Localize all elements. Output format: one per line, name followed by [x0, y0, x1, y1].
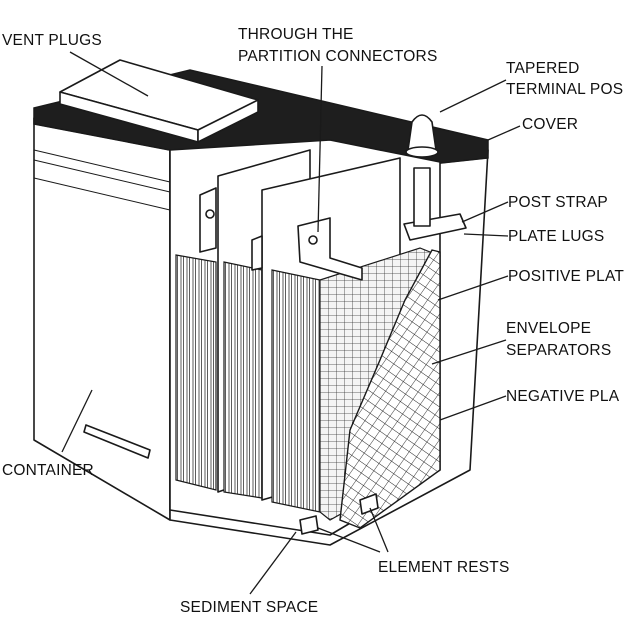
plate-stack [223, 261, 263, 499]
tapered-terminal-post [407, 114, 437, 151]
container-handle-slot [83, 424, 151, 459]
label-cover: COVER [522, 116, 578, 133]
leader-lines [61, 51, 521, 595]
envelope-separator-mesh [339, 249, 441, 529]
leader-cover [487, 125, 521, 141]
terminal-post-column [413, 167, 431, 227]
label-vent-plugs: VENT PLUGS [2, 32, 102, 49]
label-envelope-2: SEPARATORS [506, 342, 611, 359]
label-sediment-space: SEDIMENT SPACE [180, 599, 318, 616]
leader-negative-plate [439, 395, 507, 421]
label-negative-plate: NEGATIVE PLA [506, 388, 620, 405]
label-post-strap: POST STRAP [508, 194, 608, 211]
labels: VENT PLUGS THROUGH THE PARTITION CONNECT… [2, 26, 624, 616]
partition-connector [297, 217, 363, 281]
leader-envelope [431, 339, 507, 365]
label-tapered-2: TERMINAL POS [506, 81, 623, 98]
plate-stack [175, 254, 217, 491]
leader-container [61, 389, 93, 453]
leader-tapered-post [439, 79, 507, 113]
label-through-partition-2: PARTITION CONNECTORS [238, 48, 438, 65]
label-envelope-1: ENVELOPE [506, 320, 591, 337]
post-strap [403, 213, 467, 241]
leader-plate-lugs [463, 233, 509, 237]
label-plate-lugs: PLATE LUGS [508, 228, 604, 245]
leader-vent-plugs [69, 51, 149, 97]
label-positive-plate: POSITIVE PLAT [508, 268, 624, 285]
leader-element-rests [317, 507, 389, 553]
leader-sediment-space [249, 531, 297, 595]
container-body [33, 117, 171, 521]
leader-through-partition [317, 65, 323, 233]
partition-connector [199, 187, 217, 253]
partition-connector [251, 235, 263, 271]
element-rest [299, 515, 319, 535]
vent-plug-box-side [197, 99, 259, 143]
label-container: CONTAINER [2, 462, 94, 479]
element-rest [359, 493, 379, 515]
label-through-partition-1: THROUGH THE [238, 26, 354, 43]
connector-hole [308, 235, 318, 245]
label-tapered-1: TAPERED [506, 60, 579, 77]
container-band [33, 149, 171, 211]
label-element-rests: ELEMENT RESTS [378, 559, 510, 576]
leader-post-strap [461, 201, 509, 223]
leader-positive-plate [437, 275, 509, 301]
connector-hole [205, 209, 215, 219]
plate-stack [271, 269, 321, 513]
terminal-post-base [405, 146, 439, 158]
battery-illustration [33, 59, 489, 546]
